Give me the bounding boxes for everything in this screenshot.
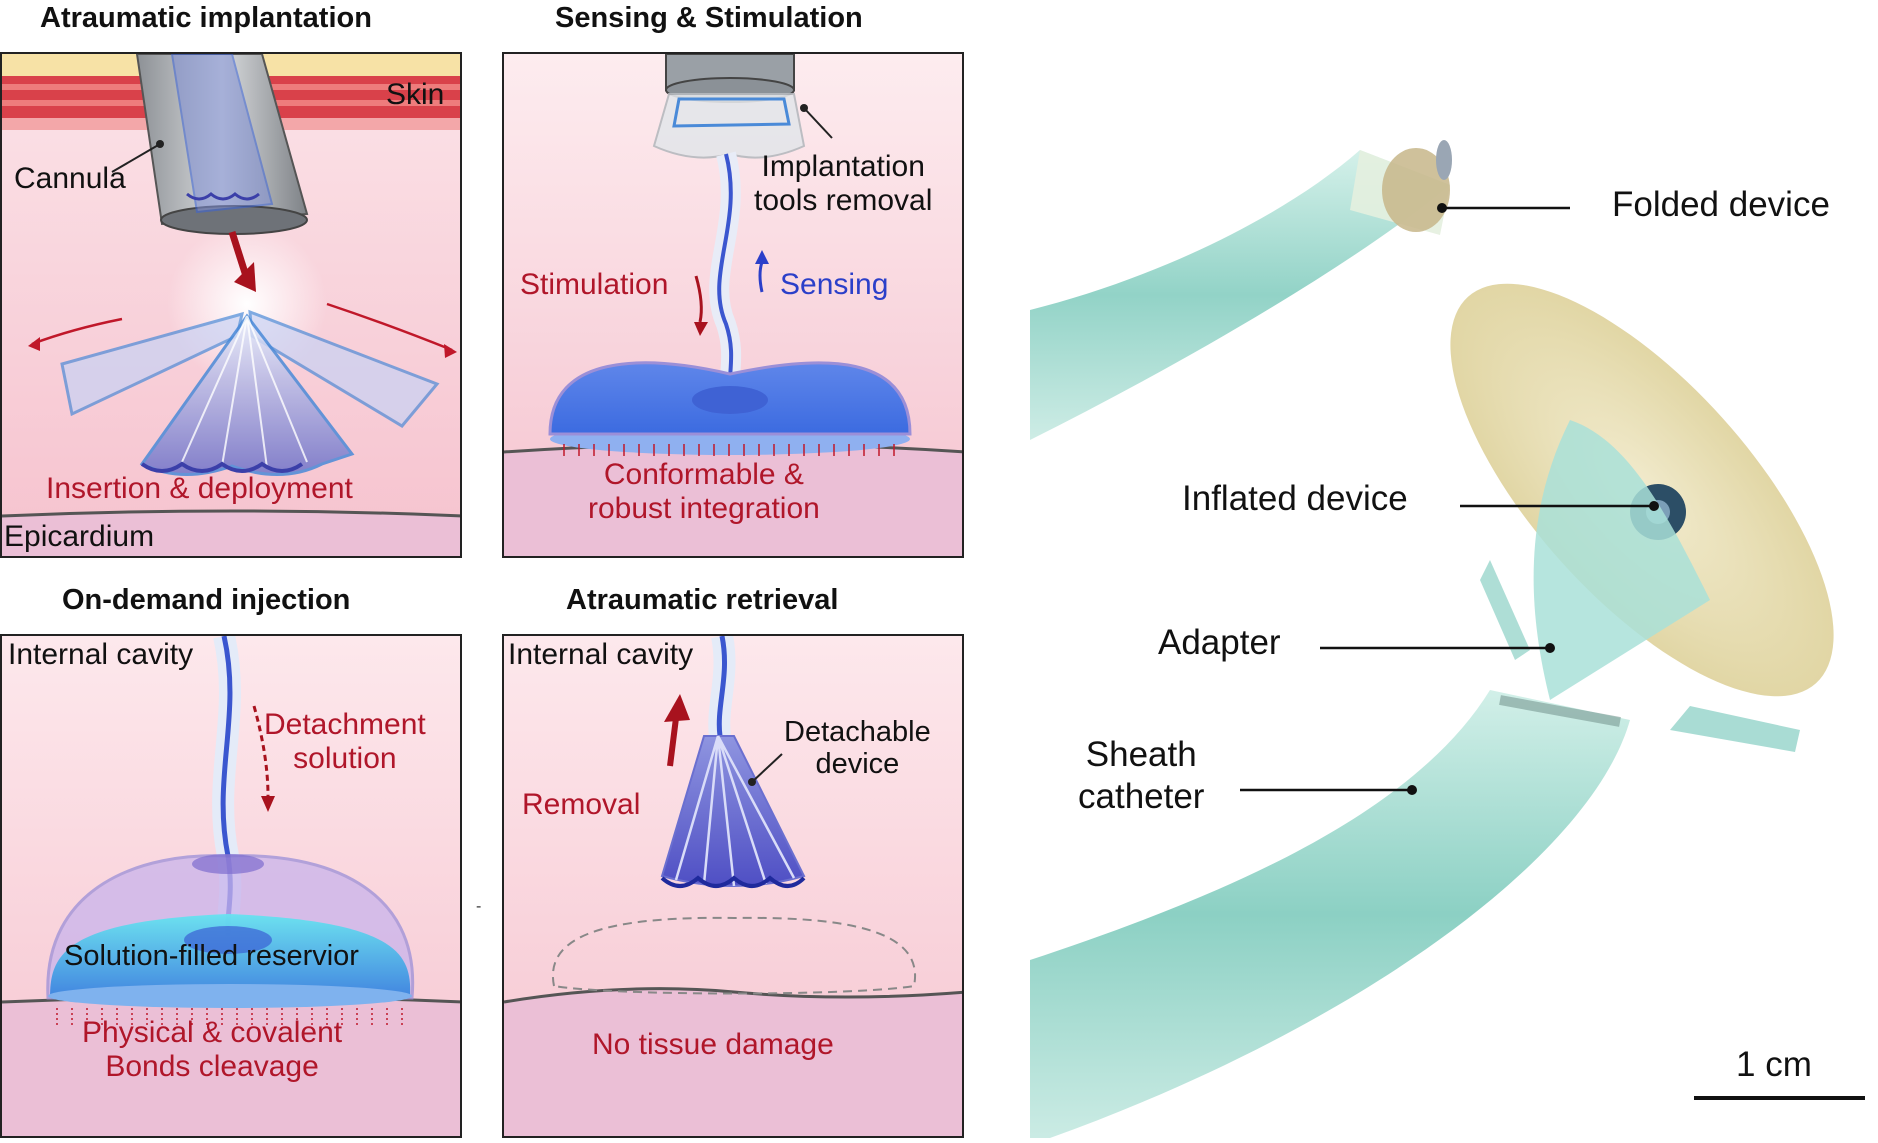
removed-device-outline [551, 916, 917, 995]
scale-label: 1 cm [1736, 1045, 1812, 1084]
adapter [1533, 420, 1710, 700]
cavity-label-injection: Internal cavity [8, 638, 194, 671]
separator-dash: - [476, 898, 482, 915]
skin-label: Skin [386, 78, 445, 111]
tissue [504, 988, 962, 1136]
panel-title-sensing: Sensing & Stimulation [555, 2, 863, 34]
sensing-label: Sensing [780, 268, 889, 301]
inflated-device-label: Inflated device [1182, 479, 1408, 518]
reservoir-label: Solution-filled reservior [64, 940, 359, 972]
injection-illustration [2, 636, 460, 1136]
removal-label: Removal [522, 788, 641, 821]
no-damage-caption: No tissue damage [592, 1028, 834, 1061]
panel-retrieval: Internal cavity Detachable device Remova… [502, 634, 964, 1138]
cannula-label: Cannula [14, 162, 126, 195]
cleavage-caption: Physical & covalent Bonds cleavage [82, 1016, 343, 1083]
panel-title-retrieval: Atraumatic retrieval [566, 584, 839, 616]
panel-injection: Internal cavity Detachment solution Solu… [0, 634, 462, 1138]
folded-device-tube [1030, 150, 1450, 440]
detachment-label: Detachment solution [264, 708, 426, 775]
stimulation-label: Stimulation [520, 268, 669, 301]
tools-removal-label: Implantation tools removal [754, 150, 933, 217]
insertion-caption: Insertion & deployment [46, 472, 353, 505]
sensing-illustration [504, 54, 962, 556]
conformable-caption: Conformable & robust integration [588, 458, 820, 525]
adapter-label: Adapter [1158, 623, 1281, 662]
tissue [504, 444, 962, 556]
panel-sensing: Implantation tools removal Stimulation S… [502, 52, 964, 558]
sheath-catheter [1030, 690, 1630, 1138]
folded-device-label: Folded device [1612, 185, 1830, 224]
panel-implantation: Skin Cannula Insertion & deployment Epic… [0, 52, 462, 558]
solution-reservoir [50, 914, 411, 998]
retrieval-illustration [504, 636, 962, 1136]
panel-title-implantation: Atraumatic implantation [40, 2, 372, 34]
catheter-photo: Folded device Inflated device Adapter Sh… [1030, 0, 1878, 1138]
epicardium-tissue [2, 511, 460, 556]
detachable-device-label: Detachable device [784, 716, 931, 781]
cavity-label-retrieval: Internal cavity [508, 638, 694, 671]
implantation-illustration [2, 54, 460, 556]
detachable-device [660, 735, 806, 887]
tissue [2, 997, 460, 1136]
catheter-photo-drawing [1030, 140, 1865, 1138]
panel-title-injection: On-demand injection [62, 584, 351, 616]
epicardium-label: Epicardium [4, 520, 155, 553]
sheath-catheter-label: Sheath catheter [1078, 735, 1205, 816]
